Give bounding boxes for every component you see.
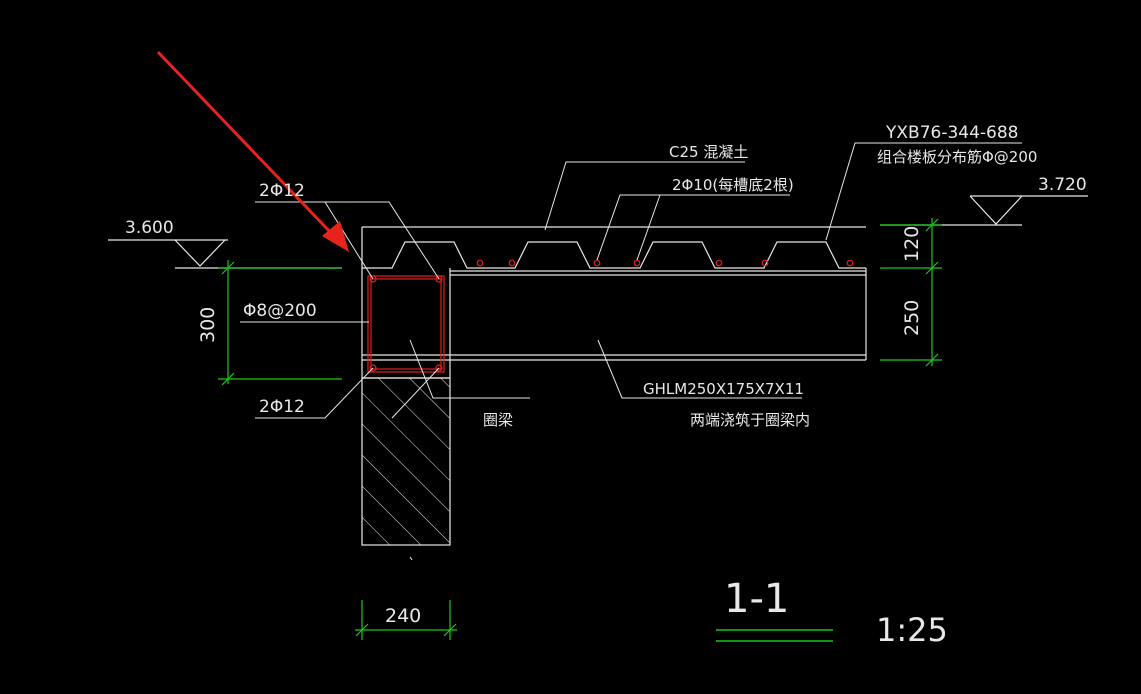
elevation-marker-right [880,195,1088,226]
dim-240-label: 240 [385,605,421,627]
elevation-marker-left [108,239,342,269]
bottom-bar-label: 2Φ12 [259,397,305,417]
trough-bar-dot [476,259,484,267]
dim-300-label: 300 [197,307,219,343]
rebar-dot [369,364,377,372]
red-arrow [156,50,349,252]
stirrup-outline [367,275,445,373]
trough-bar-dot [508,259,516,267]
section-title: 1-1 [724,576,789,622]
ring-beam-label: 圈梁 [483,411,513,429]
trough-bar-dot [633,259,641,267]
scale-label: 1:25 [876,611,948,649]
dim-250-label: 250 [901,300,923,336]
steel-beam-label: GHLM250X175X7X11 [643,380,804,398]
title-underline [716,629,833,642]
structure [361,226,867,379]
rebar-dot [435,275,443,283]
leaders [240,142,1022,419]
ring-beam-rebar [367,259,854,373]
elevation-right-label: 3.720 [1038,175,1087,195]
elevation-left-label: 3.600 [125,218,174,238]
trough-bar-dot [761,259,769,267]
trough-bar-dot [715,259,723,267]
rebar-dot [369,275,377,283]
masonry-wall [361,377,451,561]
top-bar-label: 2Φ12 [259,181,305,201]
dim-120-label: 120 [901,226,923,262]
trough-bar-dot [593,259,601,267]
rebar-dot [435,364,443,372]
trough-bar-label: 2Φ10(每槽底2根) [672,176,794,194]
stirrup-label: Φ8@200 [243,301,317,321]
deck-code-label: YXB76-344-688 [885,123,1019,143]
deck-dist-bar-label: 组合楼板分布筋Φ@200 [877,148,1037,166]
concrete-label: C25 混凝土 [669,143,748,161]
steel-beam-note: 两端浇筑于圈梁内 [690,411,810,429]
profiled-deck [362,241,866,269]
trough-bar-dot [846,259,854,267]
wall-break-mark [409,556,413,561]
dimensions [218,218,942,640]
